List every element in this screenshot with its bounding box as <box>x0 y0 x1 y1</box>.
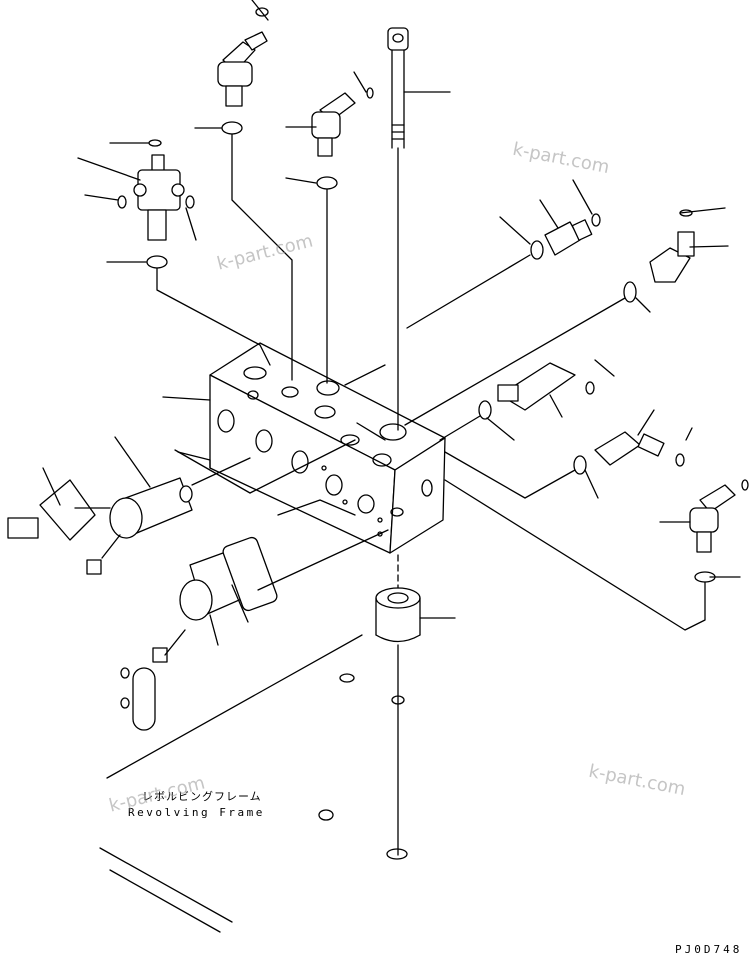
straight-fitting-right <box>544 219 593 256</box>
elbow-fitting-middle <box>311 92 356 157</box>
revolving-frame <box>99 634 363 933</box>
elbow-fitting-top <box>217 31 268 107</box>
bolt <box>387 27 409 431</box>
elbow-fitting-right <box>649 231 695 283</box>
frame-label-japanese: レボルビングフレーム <box>142 790 262 803</box>
drawing-code: PJ0D748 <box>675 943 743 956</box>
solenoid-upper <box>109 477 193 539</box>
check-valve-right <box>497 362 576 411</box>
elbow-fitting-far-right <box>689 484 736 553</box>
sleeve <box>375 554 421 860</box>
valve-block <box>209 342 446 554</box>
elbow-fitting-right-lower <box>594 431 665 466</box>
frame-label-english: Revolving Frame <box>128 806 265 819</box>
solenoid-lower <box>152 536 278 663</box>
connector-upper <box>7 479 102 575</box>
connection-lines <box>156 133 706 631</box>
tee-fitting <box>133 154 185 241</box>
leader-lines <box>42 0 741 656</box>
